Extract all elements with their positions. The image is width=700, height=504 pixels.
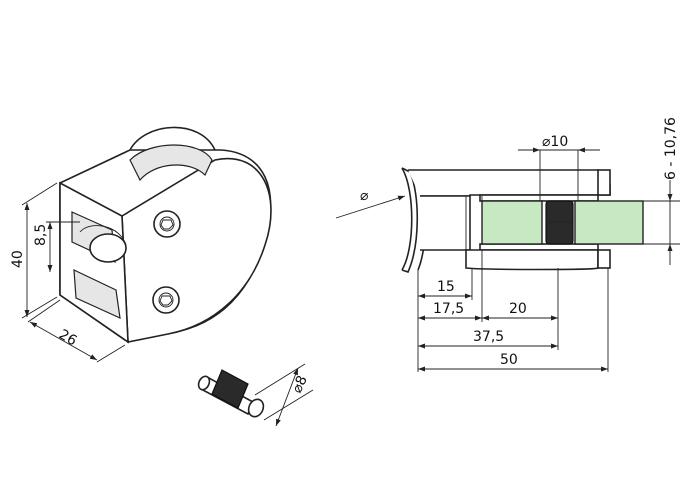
glass-slot-top bbox=[129, 144, 213, 182]
clamp-vertical-body bbox=[420, 195, 471, 251]
lower-jaw bbox=[479, 243, 599, 251]
dim-glass-thickness: 6 - 10,76 bbox=[663, 117, 679, 180]
dim-50: 50 bbox=[500, 352, 518, 368]
side-slot-lower bbox=[73, 269, 121, 319]
clamp-isometric-view: 40 8,5 26 bbox=[10, 126, 272, 363]
rubber-gasket bbox=[545, 200, 574, 245]
pin-detail: ⌀8 bbox=[197, 363, 314, 427]
top-plate-end bbox=[597, 169, 611, 196]
glass-panel-right bbox=[574, 200, 644, 245]
glass-panel-left bbox=[481, 200, 543, 245]
clamp-bottom-plate bbox=[465, 249, 599, 271]
bore-edge bbox=[79, 225, 127, 246]
screw-hole-top bbox=[153, 210, 181, 238]
dim-15: 15 bbox=[437, 279, 455, 295]
screw-hole-bottom bbox=[152, 286, 180, 314]
dim-depth-26: 26 bbox=[56, 327, 80, 350]
dim-hole-diameter-10: ⌀10 bbox=[542, 134, 568, 150]
dim-20: 20 bbox=[509, 301, 527, 317]
dim-tube-diameter: ⌀ bbox=[360, 188, 369, 204]
dim-17-5: 17,5 bbox=[433, 301, 464, 317]
dim-slot-8-5: 8,5 bbox=[33, 224, 49, 246]
bottom-plate-end bbox=[597, 249, 611, 269]
dim-height-40: 40 bbox=[10, 250, 26, 268]
clamp-top-plate bbox=[408, 169, 611, 197]
clamp-section-view: ⌀10 6 - 10,76 ⌀ 15 17,5 20 37,5 50 bbox=[335, 117, 680, 372]
tube-bore bbox=[89, 233, 127, 263]
dim-pin-diameter-8: ⌀8 bbox=[289, 373, 311, 395]
rubber-sleeve bbox=[211, 369, 249, 409]
dim-37-5: 37,5 bbox=[473, 329, 504, 345]
upper-jaw bbox=[479, 194, 599, 202]
